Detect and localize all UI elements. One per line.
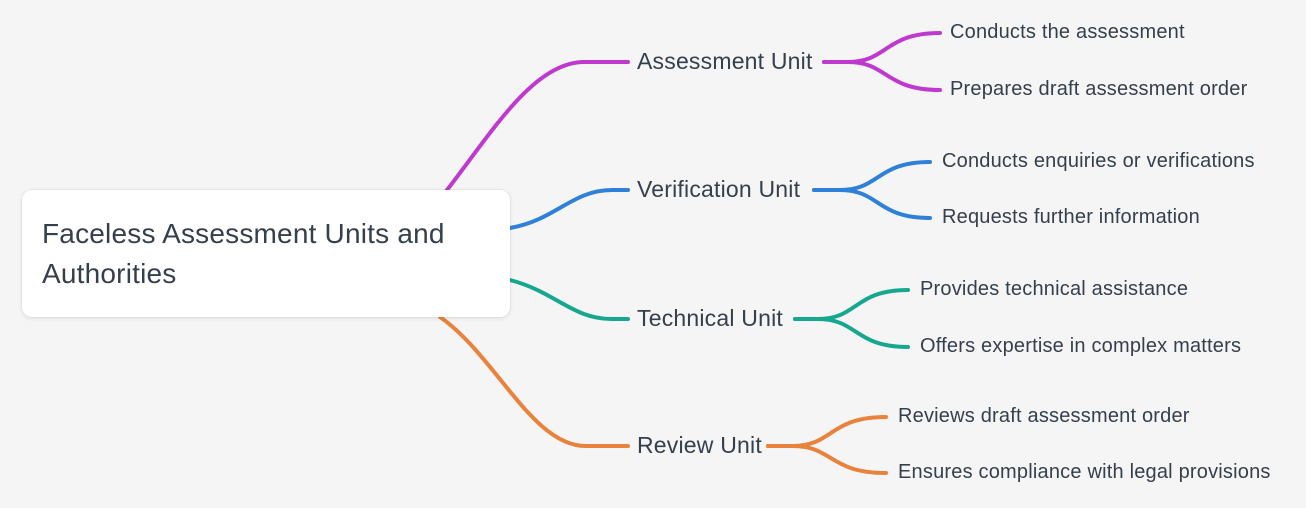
child-curve-verification-unit-1 [812,188,932,220]
root-node[interactable]: Faceless Assessment Units and Authoritie… [22,190,510,317]
leaf-label-conducts-the-assessment[interactable]: Conducts the assessment [950,21,1185,44]
leaf-label-offers-expertise-in-complex-matters[interactable]: Offers expertise in complex matters [920,335,1242,358]
child-curve-verification-unit-0 [812,160,932,192]
child-curve-assessment-unit-1 [822,60,942,92]
branch-curve-assessment-unit [445,60,630,192]
branch-label-review-unit[interactable]: Review Unit [637,431,762,458]
branch-label-technical-unit[interactable]: Technical Unit [637,304,783,331]
child-curve-review-unit-0 [766,415,888,448]
branch-label-assessment-unit[interactable]: Assessment Unit [637,47,813,74]
child-curve-technical-unit-1 [793,317,910,349]
leaf-label-requests-further-information[interactable]: Requests further information [942,206,1200,229]
leaf-label-ensures-compliance-with-legal-provisions[interactable]: Ensures compliance with legal provisions [898,461,1271,484]
branch-curve-technical-unit [508,278,630,321]
leaf-label-prepares-draft-assessment-order[interactable]: Prepares draft assessment order [950,78,1248,101]
child-curve-assessment-unit-0 [822,31,942,64]
branch-label-verification-unit[interactable]: Verification Unit [637,175,801,202]
leaf-label-reviews-draft-assessment-order[interactable]: Reviews draft assessment order [898,405,1190,428]
leaf-label-conducts-enquiries-or-verifications[interactable]: Conducts enquiries or verifications [942,150,1255,173]
branch-curve-review-unit [438,315,630,448]
branch-curve-verification-unit [508,188,630,230]
child-curve-technical-unit-0 [793,288,910,321]
child-curve-review-unit-1 [766,444,888,475]
root-node-label: Faceless Assessment Units and Authoritie… [42,217,445,289]
leaf-label-provides-technical-assistance[interactable]: Provides technical assistance [920,278,1189,301]
